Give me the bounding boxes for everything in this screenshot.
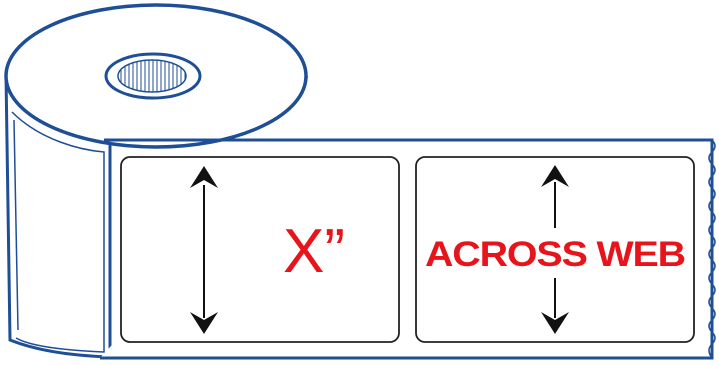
label-1-border [120, 156, 400, 343]
roll-side-edge [13, 119, 19, 331]
label-2-border [415, 156, 695, 343]
roll-core-hole [117, 59, 187, 93]
label-roll-icon [4, 3, 309, 359]
perforated-edge-icon [708, 139, 716, 359]
label-2: ACROSS WEB [415, 156, 695, 343]
label-1: X” [120, 156, 400, 343]
double-headed-arrow-icon [190, 166, 218, 334]
double-headed-arrow-icon [541, 165, 569, 334]
orientation-label: ACROSS WEB [425, 235, 685, 274]
roll-side-inner [11, 111, 105, 353]
measure-label: X” [283, 217, 345, 286]
